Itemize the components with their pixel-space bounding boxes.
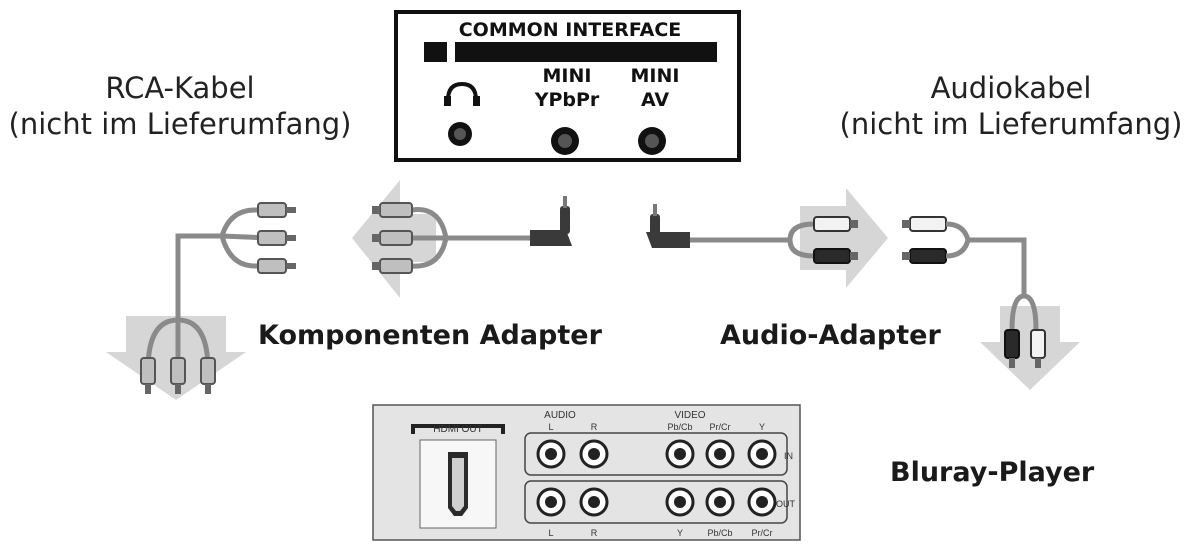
audio-right-arrow (800, 188, 888, 288)
component-adapter (352, 180, 572, 298)
in-row-jacks: L R Pb/Cb Pr/Cr Y (536, 422, 777, 469)
in-label: IN (784, 451, 793, 461)
hdmi-out-label: HDMI OUT (433, 424, 482, 435)
ci-panel-title: COMMON INTERFACE (459, 19, 682, 41)
player-in-label-1: L (548, 422, 553, 432)
common-interface-panel: COMMON INTERFACE MINI YPbPr MINI AV (394, 10, 741, 162)
audio-cable-label: Audiokabel (nicht im Lieferumfang) (830, 70, 1192, 142)
hdmi-port-icon (448, 452, 468, 516)
rca-plug-bottom-1 (140, 357, 156, 394)
bluray-player-label: Bluray-Player (890, 457, 1095, 488)
player-out-label-5: Pr/Cr (752, 528, 773, 538)
out-label: OUT (776, 499, 796, 509)
player-in-jack-2 (579, 439, 609, 469)
rca-cable-label: RCA-Kabel (nicht im Lieferumfang) (0, 70, 360, 142)
component-adapter-label: Komponenten Adapter (258, 320, 602, 351)
audio-adapter-jack-white (813, 216, 858, 232)
player-out-label-2: R (591, 528, 598, 538)
player-out-jack-1 (536, 487, 566, 517)
audio-cable-plug-dark (902, 248, 947, 264)
player-in-label-3: Pb/Cb (667, 422, 692, 432)
player-in-label-2: R (591, 422, 598, 432)
rca-cable-title: RCA-Kabel (105, 71, 255, 105)
ci-slot-small (424, 42, 447, 62)
player-out-jack-5 (747, 487, 777, 517)
player-out-jack-4 (705, 487, 735, 517)
audio-cable-plug-white (902, 216, 947, 232)
player-in-jack-3 (665, 439, 695, 469)
player-out-jack-3 (665, 487, 695, 517)
rca-plug-bottom-2 (170, 357, 186, 394)
player-in-jack-5 (747, 439, 777, 469)
hdmi-section: HDMI OUT (411, 424, 505, 529)
component-mini-plug (530, 196, 572, 246)
audio-cable-title: Audiokabel (930, 71, 1092, 105)
player-in-label-5: Y (759, 422, 765, 432)
port-label-av: AV (641, 89, 669, 111)
player-in-jack-4 (705, 439, 735, 469)
audio-adapter (646, 188, 888, 288)
player-out-label-4: Pb/Cb (707, 528, 732, 538)
audio-mini-plug (646, 204, 690, 248)
rca-plug-top-2 (257, 230, 296, 246)
player-out-label-1: L (548, 528, 553, 538)
audio-plug-down-white (1030, 329, 1046, 368)
rca-plug-top-1 (257, 202, 296, 218)
headphone-icon (444, 81, 480, 106)
component-jack-2 (372, 230, 413, 246)
out-row-jacks: L R Y Pb/Cb Pr/Cr (536, 487, 777, 538)
component-jack-3 (372, 258, 413, 274)
port-label-mini-1: MINI (543, 65, 592, 87)
audio-cable-note: (nicht im Lieferumfang) (839, 107, 1183, 141)
component-jack-1 (372, 202, 413, 218)
video-section-label: VIDEO (674, 410, 705, 421)
audio-adapter-label: Audio-Adapter (720, 320, 941, 351)
rca-plug-top-3 (257, 258, 296, 274)
out-row-frame (524, 480, 788, 524)
audio-section-label: AUDIO (544, 410, 576, 421)
audio-cable (902, 216, 1080, 390)
headphone-jack (448, 122, 472, 146)
audio-plug-down-dark (1004, 329, 1020, 368)
mini-ypbpr-jack (551, 127, 579, 155)
mini-av-jack (638, 127, 666, 155)
rca-cable (106, 202, 296, 400)
ci-slot-bar (455, 42, 717, 62)
player-in-label-4: Pr/Cr (710, 422, 731, 432)
audio-adapter-jack-dark (813, 248, 858, 264)
rca-cable-note: (nicht im Lieferumfang) (8, 107, 352, 141)
player-out-jack-2 (579, 487, 609, 517)
in-row-frame (524, 432, 788, 476)
port-label-mini-2: MINI (631, 65, 680, 87)
rca-plug-bottom-3 (200, 357, 216, 394)
port-label-ypbpr: YPbPr (534, 89, 600, 111)
player-in-jack-1 (536, 439, 566, 469)
player-out-label-3: Y (677, 528, 683, 538)
